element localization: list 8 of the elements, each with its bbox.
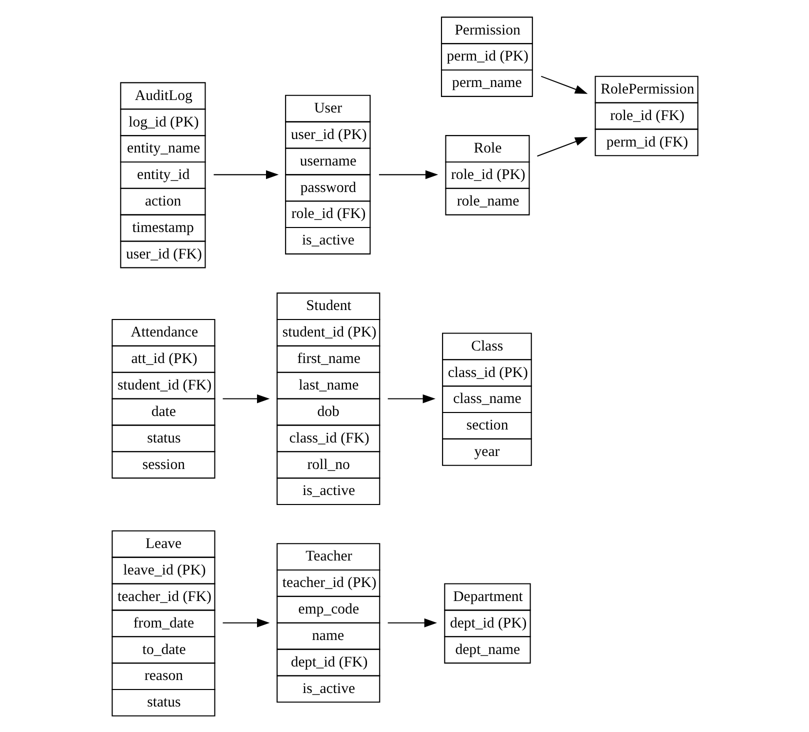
- arrow: [537, 137, 588, 157]
- arrow: [540, 76, 588, 94]
- arrow: [222, 394, 270, 404]
- arrow: [379, 170, 438, 180]
- arrow: [388, 618, 437, 628]
- arrow: [222, 618, 270, 628]
- arrow: [214, 170, 279, 180]
- arrow: [388, 394, 436, 404]
